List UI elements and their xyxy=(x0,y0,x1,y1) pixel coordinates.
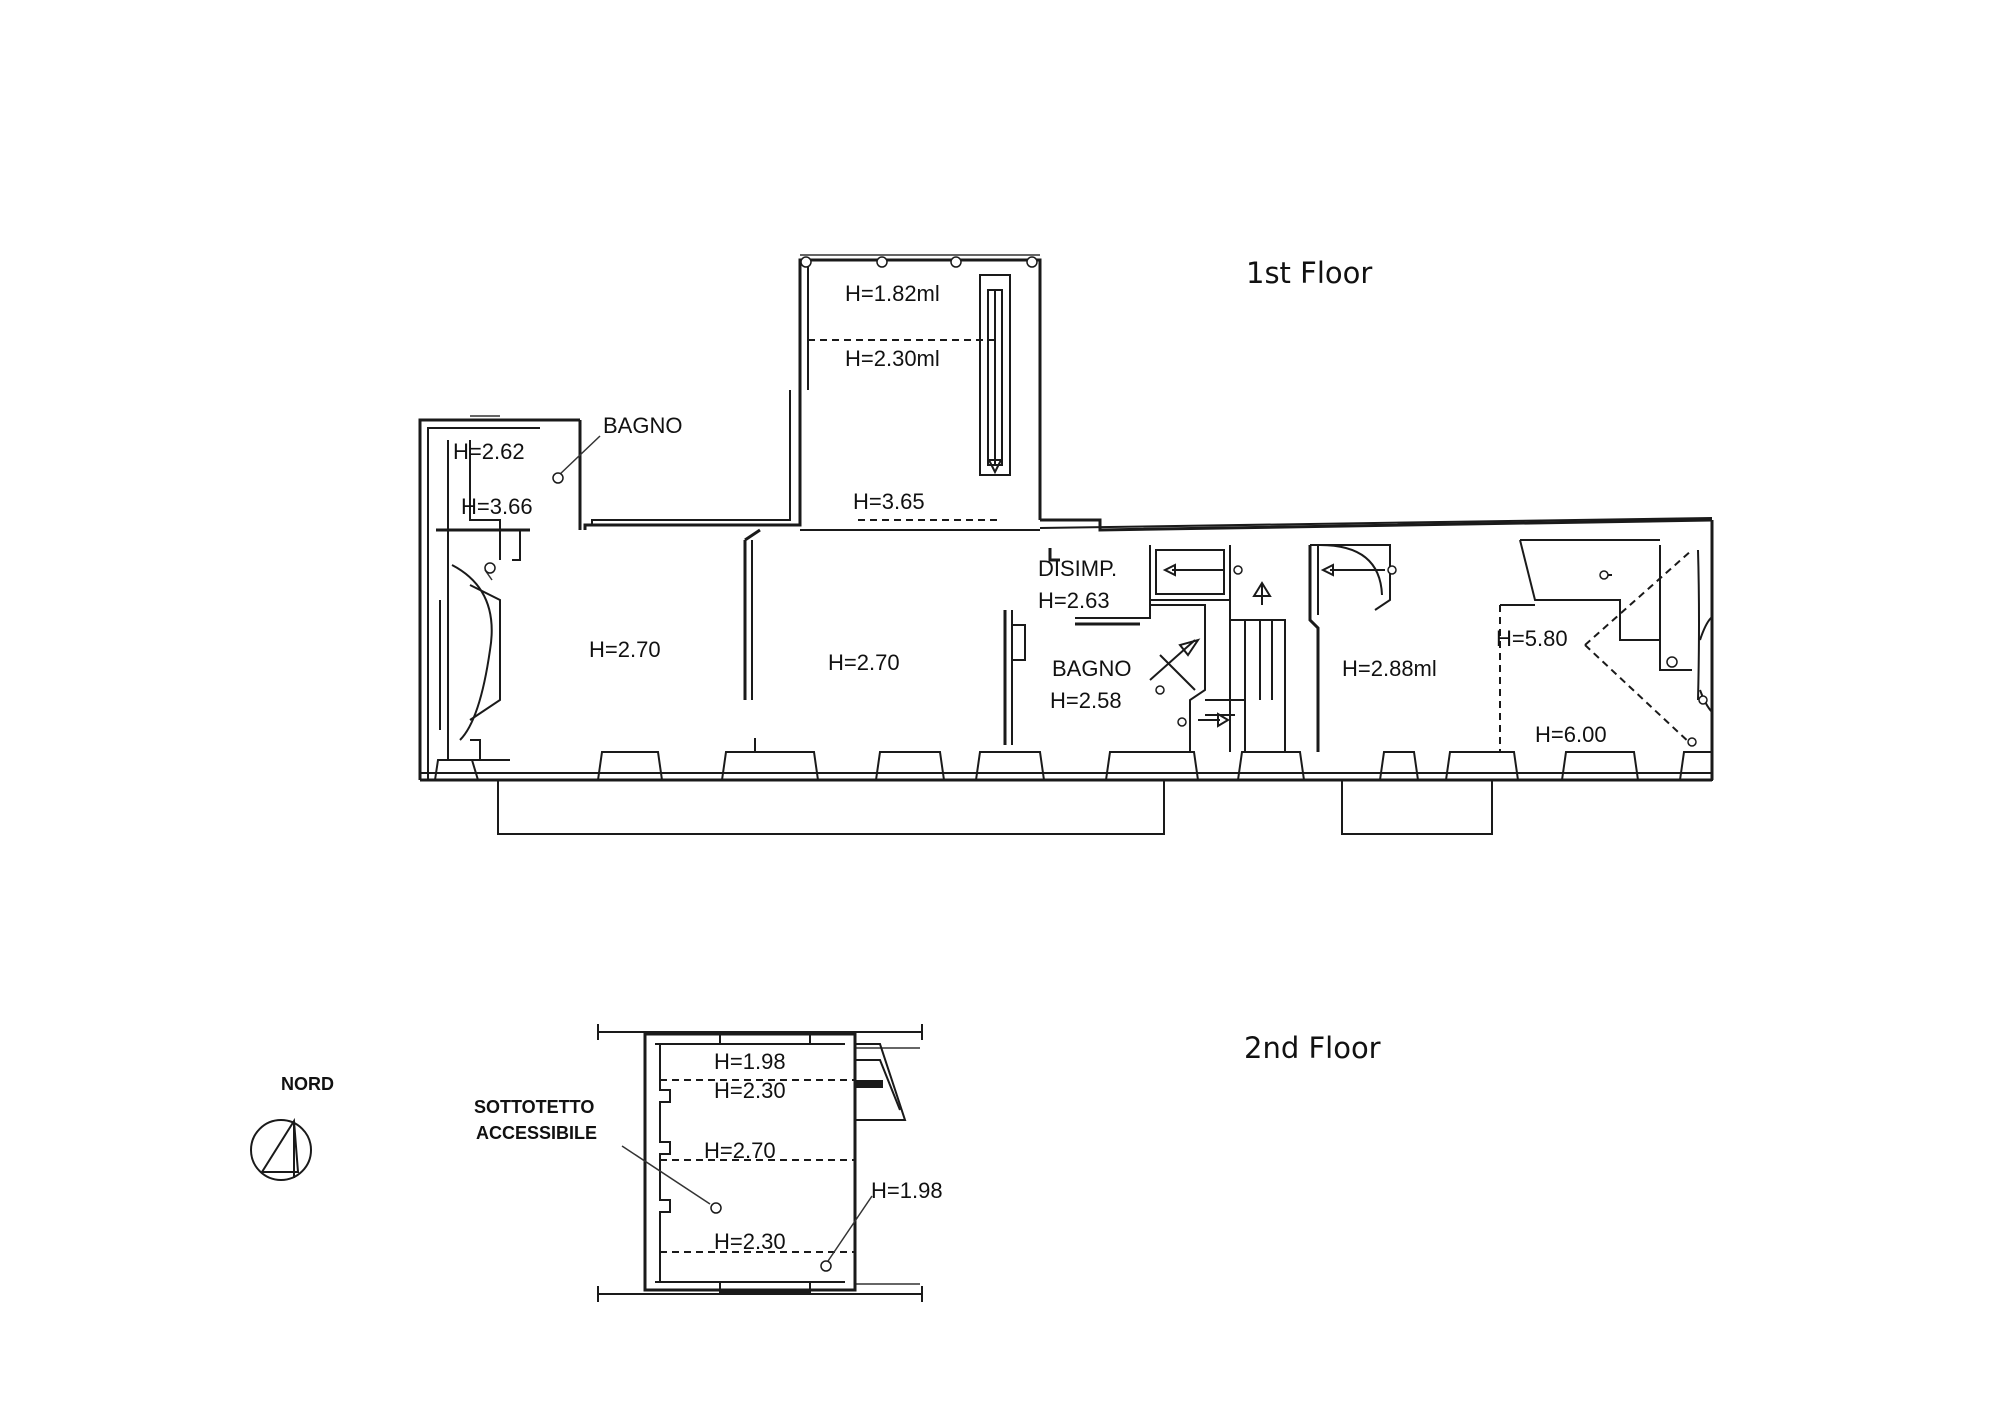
bagno-west-height-top: H=2.62 xyxy=(453,439,525,464)
second-floor-height-4: H=1.98 xyxy=(871,1178,943,1203)
outer-walls xyxy=(418,258,1714,782)
terrace-height-1: H=1.82ml xyxy=(845,281,940,306)
north-label: NORD xyxy=(281,1074,334,1094)
terrace-details xyxy=(800,254,1040,521)
balcony-east xyxy=(1341,779,1493,835)
disimpegno-label: DISIMP. xyxy=(1038,556,1117,581)
fixture-markers xyxy=(484,435,1708,747)
terrace-height-2: H=2.30ml xyxy=(845,346,940,371)
second-floor-height-5: H=2.30 xyxy=(714,1229,786,1254)
north-arrow-icon xyxy=(250,1117,312,1181)
balcony-west xyxy=(497,779,1165,835)
second-floor-height-1: H=1.98 xyxy=(714,1049,786,1074)
attic-label-line-1: SOTTOTETTO xyxy=(474,1097,594,1117)
first-floor-title: 1st Floor xyxy=(1246,256,1372,290)
double-height-label-2: H=6.00 xyxy=(1535,722,1607,747)
attic-label-line-2: ACCESSIBILE xyxy=(476,1123,597,1143)
second-floor-title: 2nd Floor xyxy=(1244,1031,1381,1065)
room-east-height: H=2.88ml xyxy=(1342,656,1437,681)
first-floor-plan: BAGNO H=2.62 H=3.66 H=1.82ml H=2.30ml H=… xyxy=(418,254,1714,835)
second-floor-height-3: H=2.70 xyxy=(704,1138,776,1163)
room-2-height: H=2.70 xyxy=(828,650,900,675)
first-floor-labels: BAGNO H=2.62 H=3.66 H=1.82ml H=2.30ml H=… xyxy=(453,281,1607,747)
terrace-height-3: H=3.65 xyxy=(853,489,925,514)
bagno-mid-height: H=2.58 xyxy=(1050,688,1122,713)
interior-walls xyxy=(436,440,1713,761)
bagno-west-height-bottom: H=3.66 xyxy=(461,494,533,519)
room-1-height: H=2.70 xyxy=(589,637,661,662)
second-floor-plan: H=1.98 H=2.30 H=2.70 H=1.98 H=2.30 SOTTO… xyxy=(474,1024,943,1302)
bagno-west-label: BAGNO xyxy=(603,413,682,438)
double-height-label-1: H=5.80 xyxy=(1496,626,1568,651)
bagno-mid-label: BAGNO xyxy=(1052,656,1131,681)
north-arrow: NORD xyxy=(250,1074,334,1181)
south-windows xyxy=(433,751,1713,781)
second-floor-height-2: H=2.30 xyxy=(714,1078,786,1103)
disimpegno-height: H=2.63 xyxy=(1038,588,1110,613)
west-bagno-openings xyxy=(436,415,540,422)
